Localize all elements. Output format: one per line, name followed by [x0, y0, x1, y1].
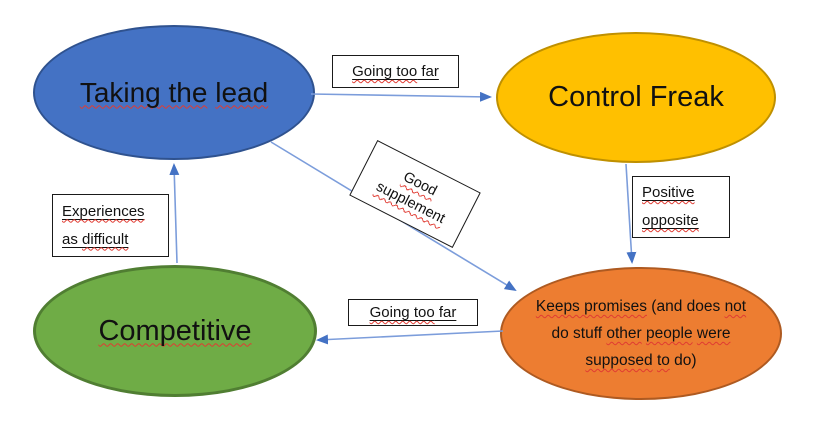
node-control-freak[interactable]: Control Freak	[496, 32, 776, 163]
arrow-taking-lead-to-control-freak[interactable]	[310, 91, 492, 102]
label-going-too-far-top[interactable]: Going too far	[332, 55, 459, 88]
node-competitive[interactable]: Competitive	[33, 265, 317, 397]
arrow-keeps-promises-to-competitive[interactable]	[316, 330, 504, 345]
node-competitive-label: Competitive	[98, 314, 252, 347]
arrow-control-freak-to-keeps-promises[interactable]	[625, 163, 637, 264]
node-taking-the-lead-label: Taking the lead	[79, 76, 269, 108]
node-taking-the-lead[interactable]: Taking the lead	[33, 25, 315, 160]
label-going-too-far-bottom[interactable]: Going too far	[348, 299, 478, 326]
arrow-competitive-to-taking-lead[interactable]	[169, 163, 180, 264]
label-going-too-far-bottom-text: Going too far	[369, 304, 457, 321]
node-control-freak-label: Control Freak	[548, 81, 724, 113]
label-going-too-far-top-text: Going too far	[352, 63, 439, 80]
